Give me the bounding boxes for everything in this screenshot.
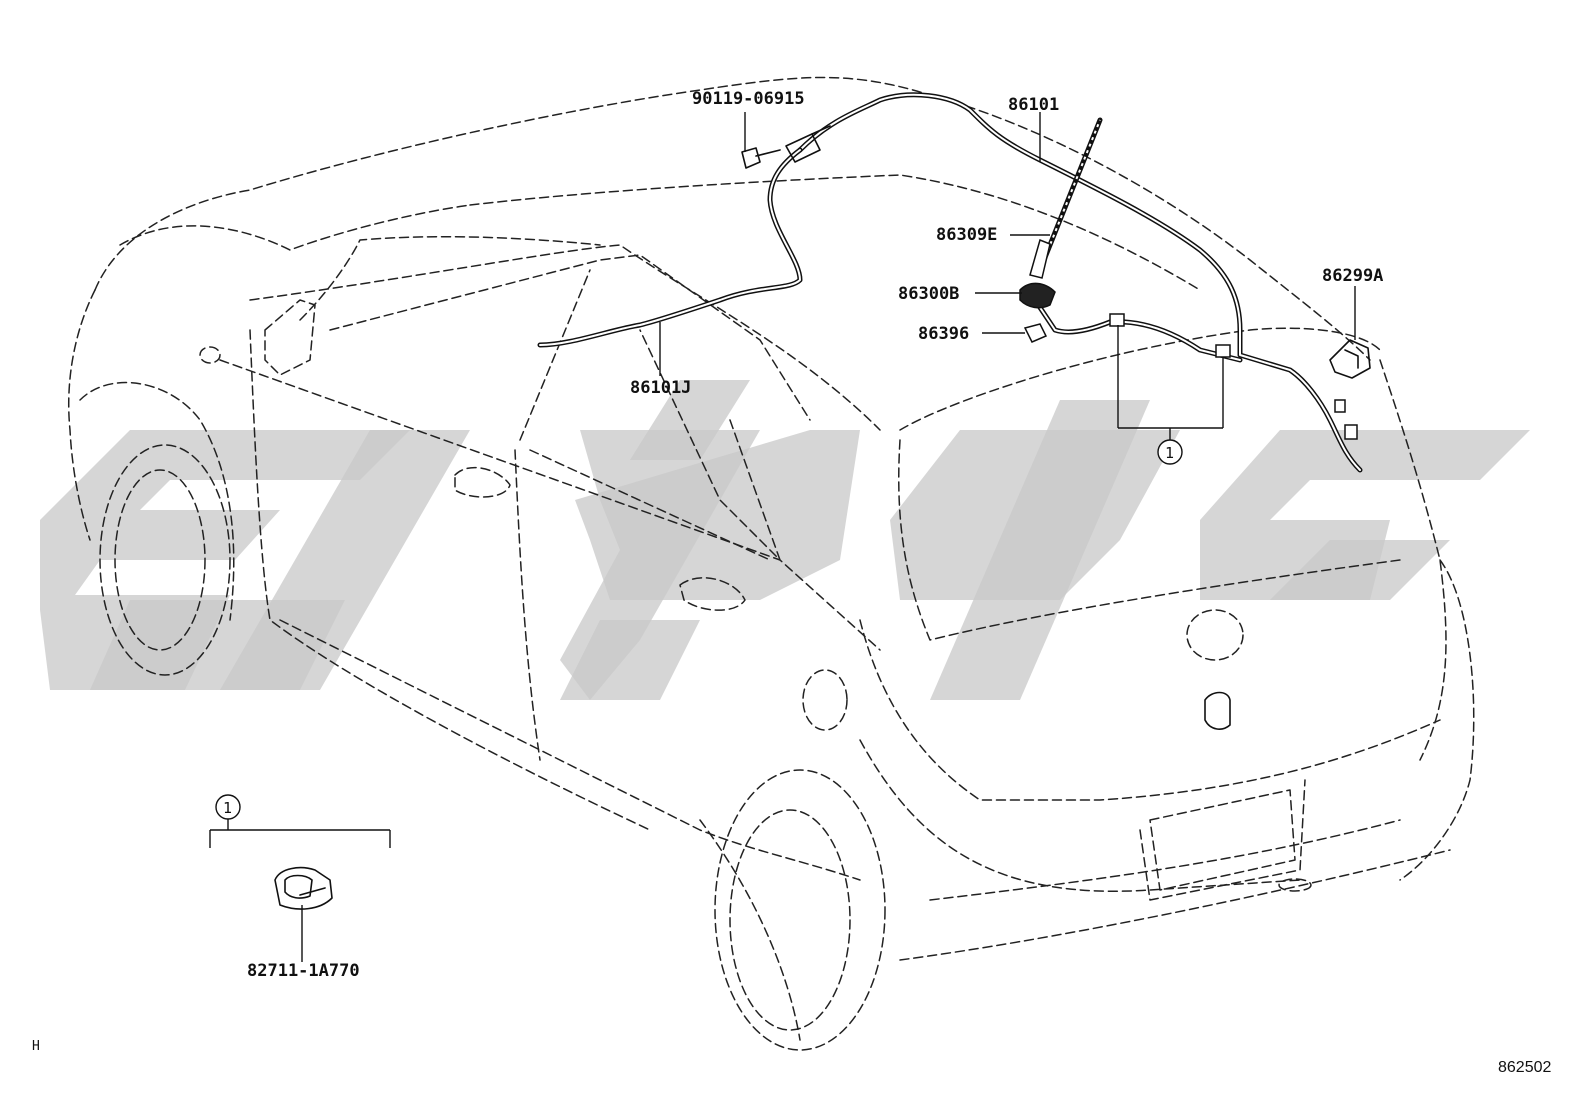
label-clip: 82711-1A770 (247, 961, 360, 981)
antenna-base-icon (1019, 282, 1056, 309)
inset-callout-number: 1 (223, 799, 232, 817)
antenna-cable-86101 (797, 92, 1363, 473)
label-bracket: 86299A (1322, 266, 1383, 286)
callout-circle (1157, 439, 1183, 465)
watermark-logo (40, 380, 1530, 700)
label-antenna-rod: 86309E (936, 225, 997, 245)
label-cable-main: 86101 (1008, 95, 1059, 115)
label-antenna-base: 86300B (898, 284, 959, 304)
vehicle-outline (67, 76, 1475, 1051)
inset-callout-circle (215, 794, 241, 820)
clip-icon (274, 866, 333, 910)
callout-number: 1 (1165, 444, 1174, 462)
label-cap: 86396 (918, 324, 969, 344)
cap-icon (1023, 323, 1048, 343)
antenna-cable-86101j (537, 125, 831, 348)
corner-mark: H (32, 1039, 40, 1054)
label-cable-sub: 86101J (630, 378, 691, 398)
screw-icon (741, 147, 781, 169)
diagram-number: 862502 (1498, 1059, 1551, 1076)
label-screw: 90119-06915 (692, 89, 805, 109)
bracket-icon (1329, 339, 1371, 379)
leader-lines (209, 112, 1356, 962)
antenna-rod-icon (1029, 117, 1103, 279)
